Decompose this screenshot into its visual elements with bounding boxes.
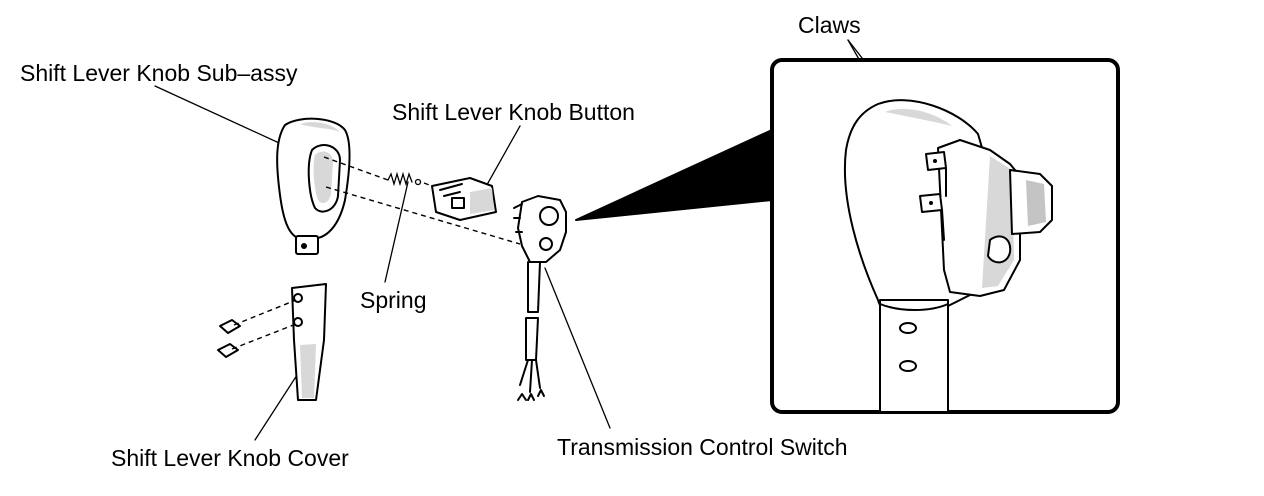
screw-upper	[219, 319, 241, 334]
leader-transmission-switch	[544, 267, 611, 429]
shift-lever-knob-cover	[217, 283, 327, 401]
screw-lower	[217, 343, 239, 358]
transmission-control-switch	[513, 195, 567, 401]
label-knob-button: Shift Lever Knob Button	[392, 99, 635, 125]
label-spring: Spring	[360, 287, 426, 313]
label-knob-cover: Shift Lever Knob Cover	[111, 445, 349, 471]
alignment-lines	[231, 156, 521, 350]
label-transmission-switch: Transmission Control Switch	[557, 434, 848, 460]
label-knob-sub-assy: Shift Lever Knob Sub–assy	[20, 60, 298, 86]
leader-knob-sub-assy	[154, 85, 291, 149]
shift-lever-knob-button	[431, 177, 497, 221]
detail-inset	[770, 58, 1120, 414]
leader-spring	[384, 181, 409, 283]
label-claws: Claws	[798, 12, 861, 38]
spring	[387, 171, 422, 187]
callout-pointer	[575, 129, 773, 221]
shift-lever-knob-sub-assy	[276, 117, 351, 255]
inset-knob-detail	[843, 99, 1053, 413]
